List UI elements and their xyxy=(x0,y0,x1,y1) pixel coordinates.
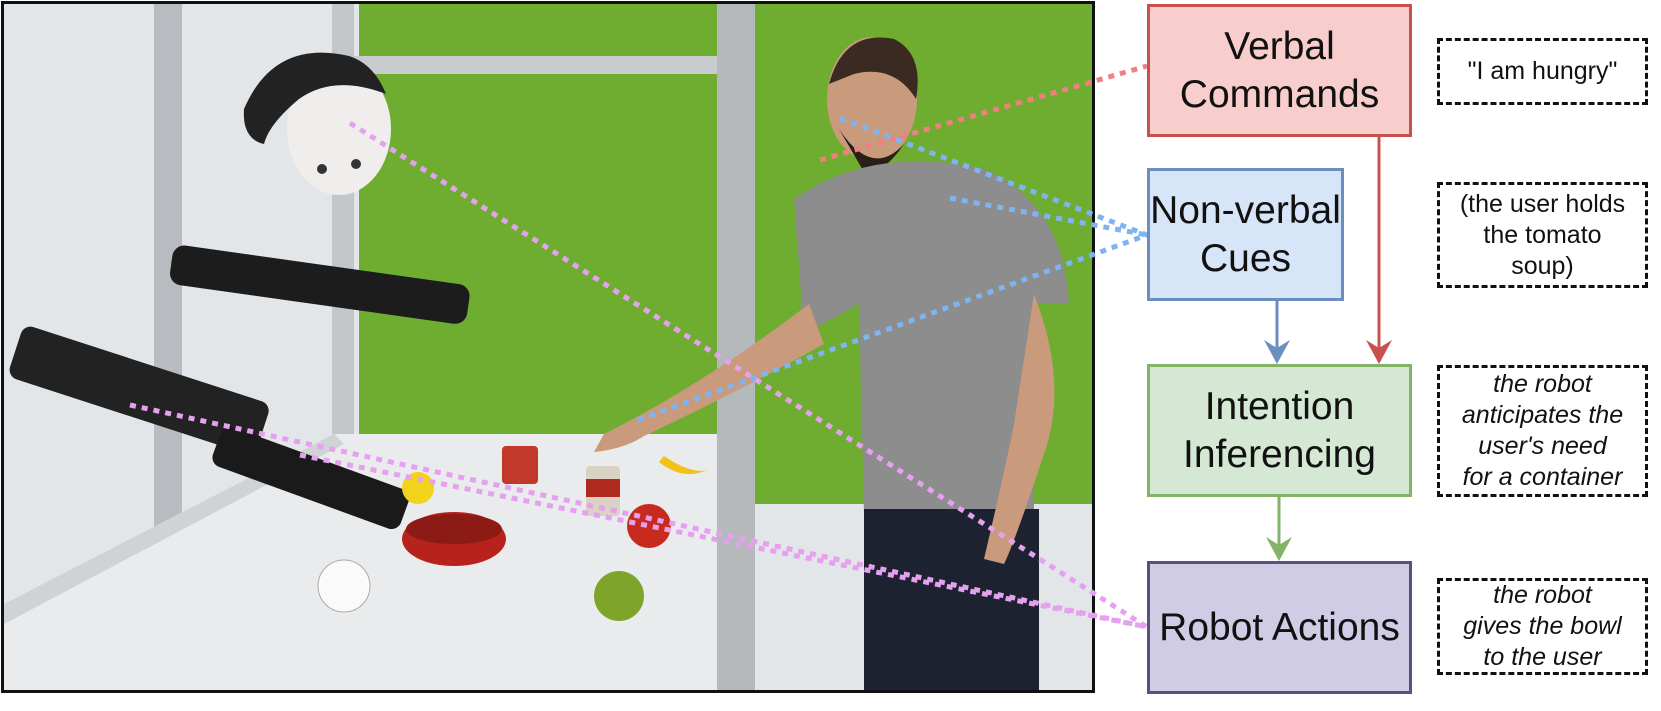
robot-actions-box: Robot Actions xyxy=(1147,561,1412,694)
intention-arrowhead xyxy=(1266,537,1292,561)
intention-inferencing-label: Intention Inferencing xyxy=(1183,384,1376,476)
non-verbal-cues-label: Non-verbal Cues xyxy=(1150,188,1341,280)
robot-arm-link-line xyxy=(129,402,1148,630)
robot-head xyxy=(287,63,391,195)
scene-illustration xyxy=(4,4,1092,690)
nonverbal-example-text: (the user holds the tomato soup) xyxy=(1459,189,1626,280)
person-shirt xyxy=(794,161,1069,514)
robot-actions-label: Robot Actions xyxy=(1159,605,1400,649)
verbal-arrowhead xyxy=(1366,340,1392,364)
scene-photo xyxy=(1,1,1095,693)
intention-example-text: the robot anticipates the user's need fo… xyxy=(1461,370,1624,491)
verbal-link-line xyxy=(819,63,1148,163)
posture-link-line xyxy=(949,195,1148,238)
verbal-example-text: "I am hungry" xyxy=(1467,57,1618,85)
apple-green xyxy=(594,571,644,621)
baseball xyxy=(317,559,371,613)
banana xyxy=(659,456,709,475)
robot-hand-link-line xyxy=(299,452,1148,630)
intention-example-note: the robot anticipates the user's need fo… xyxy=(1437,365,1648,497)
hand-link-line xyxy=(637,232,1148,423)
verbal-commands-label: Verbal Commands xyxy=(1179,24,1380,116)
robot-arm-upper xyxy=(169,245,470,324)
actions-example-text: the robot gives the bowl to the user xyxy=(1463,581,1622,671)
nonverbal-example-note: (the user holds the tomato soup) xyxy=(1437,182,1648,288)
gaze-link-line xyxy=(839,115,1148,238)
frame-bar xyxy=(354,56,719,74)
nonverbal-arrowhead xyxy=(1264,340,1290,364)
mug xyxy=(502,446,538,484)
frame-post-center xyxy=(717,4,755,690)
verbal-commands-box: Verbal Commands xyxy=(1147,4,1412,137)
intention-inferencing-box: Intention Inferencing xyxy=(1147,364,1412,497)
actions-example-note: the robot gives the bowl to the user xyxy=(1437,578,1648,675)
non-verbal-cues-box: Non-verbal Cues xyxy=(1147,168,1344,301)
robot-head-link-line xyxy=(348,120,1149,630)
lemon xyxy=(402,472,434,504)
verbal-example-note: "I am hungry" xyxy=(1437,38,1648,105)
table xyxy=(4,434,717,690)
